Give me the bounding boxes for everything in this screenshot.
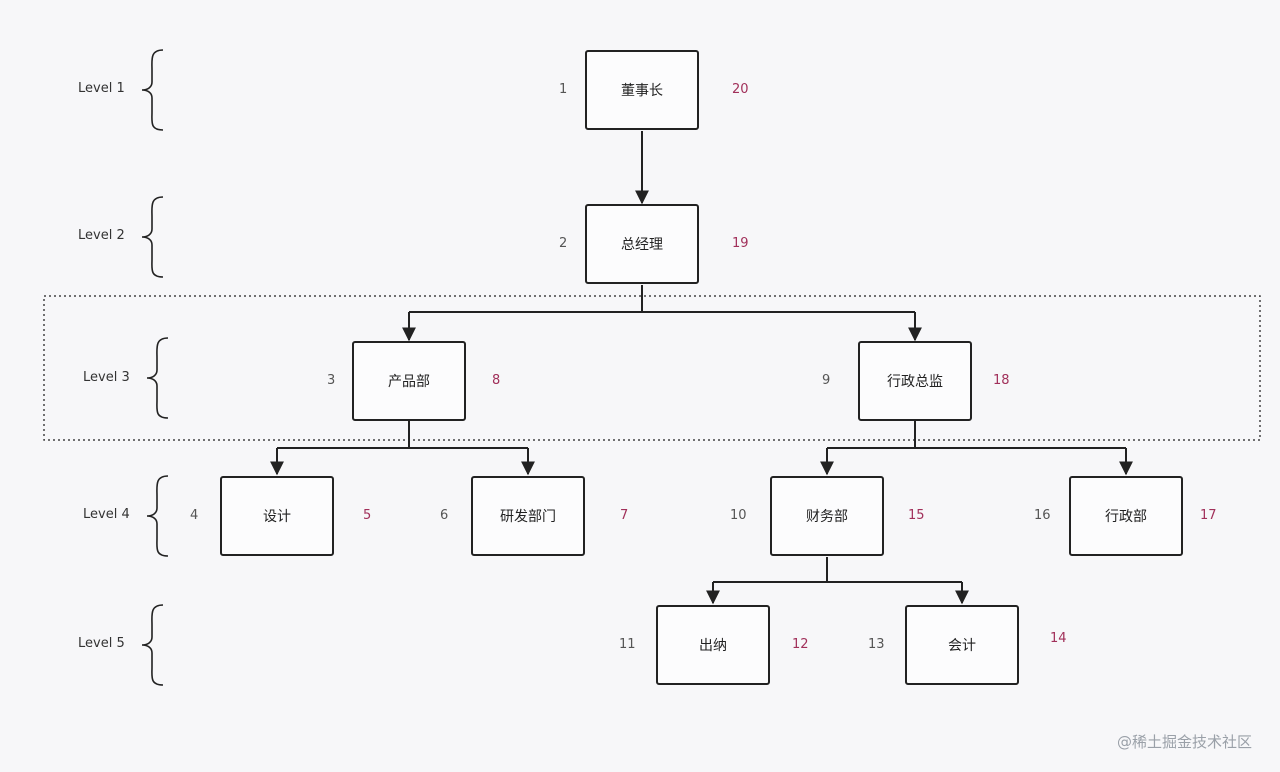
node-label: 总经理 — [621, 237, 663, 253]
level-label-4: Level 4 — [83, 507, 130, 522]
left-number: 4 — [190, 508, 199, 523]
connectors — [270, 131, 1133, 605]
right-number: 15 — [908, 508, 925, 523]
node-label: 出纳 — [699, 638, 727, 654]
left-number: 1 — [559, 82, 568, 97]
node-label: 会计 — [948, 638, 976, 654]
node-label: 研发部门 — [500, 509, 556, 525]
right-number: 7 — [620, 508, 629, 523]
right-number: 12 — [792, 637, 809, 652]
left-number: 9 — [822, 373, 831, 388]
level-3-brace — [146, 337, 169, 419]
node-admin-director: 行政总监 — [858, 341, 972, 421]
level-label-3: Level 3 — [83, 370, 130, 385]
left-number: 2 — [559, 236, 568, 251]
node-label: 行政部 — [1105, 509, 1147, 525]
node-label: 行政总监 — [887, 374, 943, 390]
node-rnd-dept: 研发部门 — [471, 476, 585, 556]
right-number: 20 — [732, 82, 749, 97]
right-number: 14 — [1050, 631, 1067, 646]
node-admin-dept: 行政部 — [1069, 476, 1183, 556]
left-number: 11 — [619, 637, 636, 652]
node-finance-dept: 财务部 — [770, 476, 884, 556]
node-label: 设计 — [263, 509, 291, 525]
level-3-highlight — [43, 295, 1261, 441]
node-design: 设计 — [220, 476, 334, 556]
left-number: 16 — [1034, 508, 1051, 523]
level-1-brace — [141, 49, 164, 131]
right-number: 8 — [492, 373, 501, 388]
left-number: 3 — [327, 373, 336, 388]
node-label: 产品部 — [388, 374, 430, 390]
node-chairman: 董事长 — [585, 50, 699, 130]
right-number: 18 — [993, 373, 1010, 388]
node-general-manager: 总经理 — [585, 204, 699, 284]
level-label-2: Level 2 — [78, 228, 125, 243]
right-number: 19 — [732, 236, 749, 251]
watermark: @稀土掘金技术社区 — [1116, 733, 1252, 751]
right-number: 17 — [1200, 508, 1217, 523]
node-label: 董事长 — [621, 83, 663, 99]
level-5-brace — [141, 604, 164, 686]
node-product-dept: 产品部 — [352, 341, 466, 421]
left-number: 6 — [440, 508, 449, 523]
node-label: 财务部 — [806, 509, 848, 525]
level-label-1: Level 1 — [78, 81, 125, 96]
node-accounting: 会计 — [905, 605, 1019, 685]
node-cashier: 出纳 — [656, 605, 770, 685]
left-number: 10 — [730, 508, 747, 523]
level-4-brace — [146, 475, 169, 557]
level-2-brace — [141, 196, 164, 278]
left-number: 13 — [868, 637, 885, 652]
level-label-5: Level 5 — [78, 636, 125, 651]
right-number: 5 — [363, 508, 372, 523]
